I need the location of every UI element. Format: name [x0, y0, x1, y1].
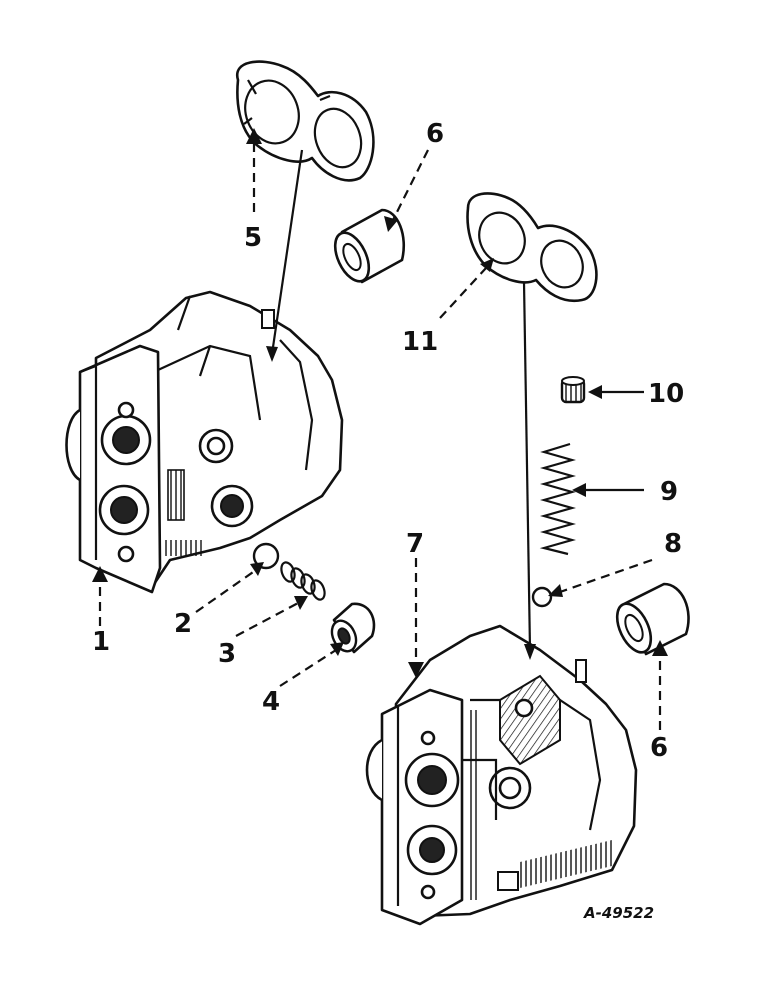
- leader-lines: [92, 128, 668, 730]
- figure-id: A-49522: [583, 904, 654, 922]
- spring-long: [539, 442, 577, 556]
- callout-6-lower: 6: [650, 733, 668, 763]
- callout-1: 1: [92, 627, 110, 657]
- callout-4: 4: [262, 687, 280, 717]
- callout-7: 7: [406, 529, 424, 559]
- callout-5: 5: [244, 223, 262, 253]
- callout-11: 11: [402, 327, 438, 357]
- callout-2: 2: [174, 609, 192, 639]
- gasket-lower: [466, 192, 598, 303]
- gasket-upper: [235, 60, 375, 182]
- bearing-upper: [333, 208, 406, 284]
- check-ball-small: [531, 586, 553, 608]
- plug-cap: [560, 376, 586, 404]
- pump-body-lower: [365, 624, 638, 926]
- check-ball: [252, 542, 280, 570]
- callout-9: 9: [660, 477, 678, 507]
- spring-short: [280, 561, 326, 601]
- callout-3: 3: [218, 639, 236, 669]
- callout-10: 10: [648, 379, 684, 409]
- bearing-lower: [615, 582, 690, 656]
- callout-8: 8: [664, 529, 682, 559]
- callout-6-upper: 6: [426, 119, 444, 149]
- pump-body-upper: [65, 290, 344, 594]
